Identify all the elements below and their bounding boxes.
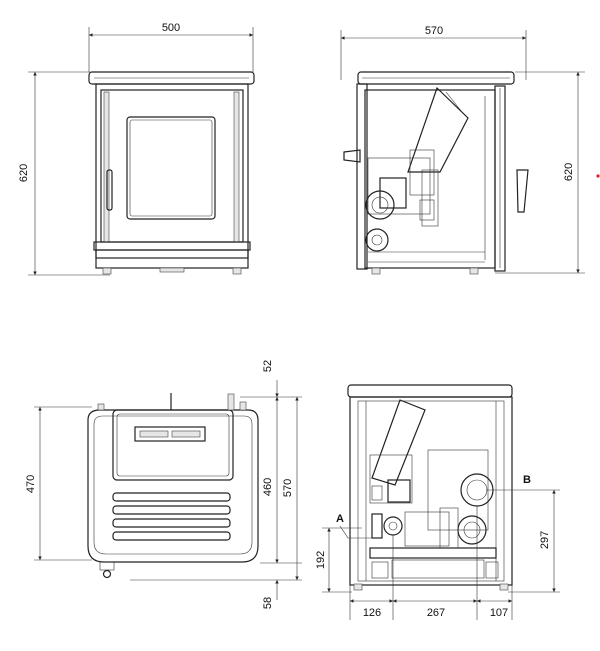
dim-right: 107	[490, 607, 508, 619]
rear-bottom-dim: 58	[262, 597, 274, 609]
label-a: A	[336, 513, 344, 525]
accent-dot	[596, 174, 600, 178]
label-b: B	[523, 474, 531, 486]
front-width-dim: 500	[162, 22, 180, 34]
side-view: 570 620	[340, 25, 585, 275]
dim-a-height: 192	[315, 551, 327, 569]
rear-top-dim: 52	[262, 360, 274, 372]
side-width-dim: 570	[425, 25, 443, 37]
front-height-dim: 620	[18, 164, 30, 182]
rear-outer-height-dim: 570	[282, 479, 294, 497]
rear-panel-view: 470 52 460 570 58	[25, 360, 302, 609]
front-view: 500 620	[18, 22, 255, 276]
rear-internal-view: A B 192 297 126 267 107	[315, 384, 560, 620]
side-height-dim: 620	[563, 163, 575, 181]
dim-b-height: 297	[539, 531, 551, 549]
dim-mid: 267	[427, 607, 445, 619]
dim-left: 126	[363, 607, 381, 619]
rear-left-height-dim: 470	[25, 475, 37, 493]
rear-inner-height-dim: 460	[262, 478, 274, 496]
